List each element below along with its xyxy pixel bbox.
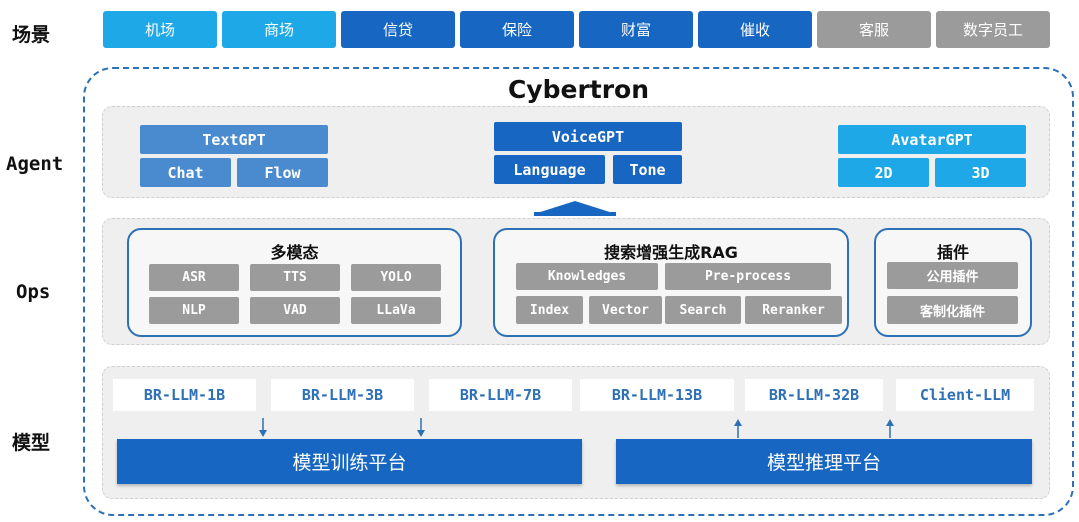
down-arrow-icon: [417, 418, 425, 437]
row-label-agent: Agent: [6, 153, 64, 175]
row-label-ops: Ops: [16, 281, 51, 303]
avatargpt-2d: 2D: [838, 158, 929, 187]
model-br-llm-3b: BR-LLM-3B: [271, 379, 414, 411]
avatargpt-3d: 3D: [935, 158, 1026, 187]
voicegpt-language: Language: [494, 155, 605, 184]
scene-customer-service: 客服: [817, 11, 931, 48]
chip-yolo: YOLO: [351, 264, 441, 291]
rag-title: 搜索增强生成RAG: [604, 243, 738, 262]
scene-insurance: 保险: [460, 11, 574, 48]
scene-digital-employee: 数字员工: [936, 11, 1050, 48]
model-client-llm: Client-LLM: [896, 379, 1034, 411]
model-br-llm-7b: BR-LLM-7B: [429, 379, 572, 411]
multimodal-title: 多模态: [270, 243, 319, 262]
chip-llava: LLaVa: [351, 297, 441, 324]
scene-credit: 信贷: [341, 11, 455, 48]
chip-custom-plugin: 客制化插件: [887, 296, 1018, 324]
voicegpt-title: VoiceGPT: [494, 122, 682, 151]
row-label-scene: 场景: [12, 24, 51, 46]
training-platform: 模型训练平台: [117, 439, 582, 484]
textgpt-flow: Flow: [237, 158, 328, 187]
cybertron-frame: [83, 67, 1074, 516]
model-br-llm-32b: BR-LLM-32B: [745, 379, 883, 411]
chip-vector: Vector: [589, 296, 662, 324]
chip-search: Search: [665, 296, 741, 324]
chip-knowledges: Knowledges: [516, 263, 658, 290]
scene-airport: 机场: [103, 11, 217, 48]
row-label-model: 模型: [12, 432, 51, 454]
model-br-llm-1b: BR-LLM-1B: [113, 379, 256, 411]
plugins-title: 插件: [936, 243, 969, 262]
chip-common-plugin: 公用插件: [887, 262, 1018, 289]
scene-wealth: 财富: [579, 11, 693, 48]
up-arrow-small-icon: [734, 419, 742, 438]
avatargpt-title: AvatarGPT: [838, 125, 1026, 154]
textgpt-chat: Chat: [140, 158, 231, 187]
chip-asr: ASR: [149, 264, 239, 291]
chip-tts: TTS: [250, 264, 340, 291]
chip-preprocess: Pre-process: [665, 263, 831, 290]
voicegpt-tone: Tone: [613, 155, 682, 184]
diagram-title: Cybertron: [507, 75, 650, 104]
scene-mall: 商场: [222, 11, 336, 48]
chip-index: Index: [516, 296, 583, 324]
textgpt-title: TextGPT: [140, 125, 328, 154]
inference-platform: 模型推理平台: [616, 439, 1032, 484]
chip-nlp: NLP: [149, 297, 239, 324]
up-arrow-icon: [534, 201, 616, 216]
scene-collection: 催收: [698, 11, 812, 48]
chip-vad: VAD: [250, 297, 340, 324]
chip-reranker: Reranker: [745, 296, 842, 324]
down-arrow-icon: [259, 418, 267, 437]
model-br-llm-13b: BR-LLM-13B: [580, 379, 734, 411]
up-arrow-small-icon: [886, 419, 894, 438]
